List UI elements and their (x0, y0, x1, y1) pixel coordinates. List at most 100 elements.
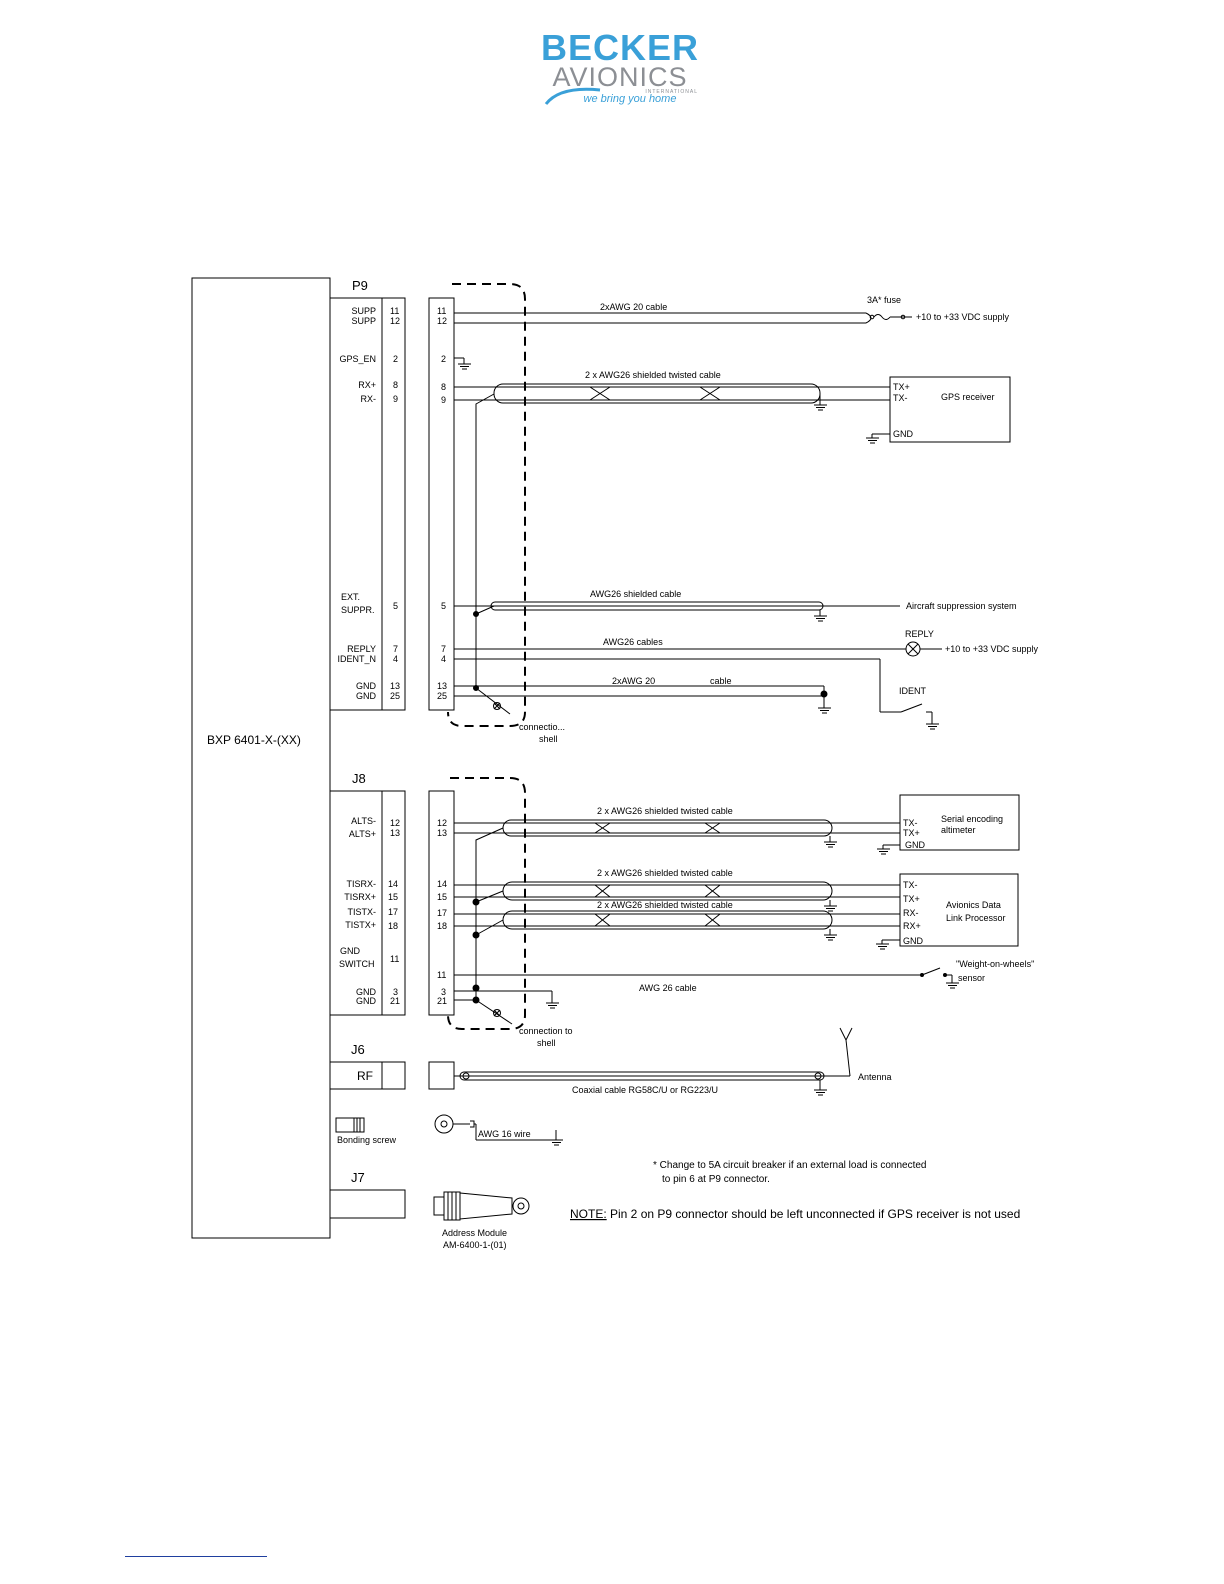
p9-pin-supp1: SUPP (351, 306, 376, 316)
j8-pin-gnd-switch-2: SWITCH (339, 959, 375, 969)
p9-reply-ident-wires (454, 641, 942, 730)
p9-supply-wires (454, 312, 912, 324)
j8-pin-gnd1: GND (356, 987, 377, 997)
p9-num-8: 8 (393, 380, 398, 390)
p9-pin-gps-en: GPS_EN (339, 354, 376, 364)
p9-hnum-25: 25 (437, 691, 447, 701)
bonding-screw-icon (335, 1117, 365, 1133)
j8-num-18: 18 (388, 921, 398, 931)
p9-pin-suppr: SUPPR. (341, 605, 375, 615)
adlp-txp: TX+ (903, 894, 920, 904)
p9-shell-outline (447, 283, 526, 727)
logo-avionics: AVIONICS (552, 62, 687, 92)
j8-tistx-twisted-pair (454, 910, 900, 941)
antenna-icon (839, 1027, 853, 1077)
adlp-rxp: RX+ (903, 921, 921, 931)
ground-icon (454, 357, 471, 370)
j7-label: J7 (351, 1170, 365, 1185)
p9-pin-gnd1: GND (356, 681, 377, 691)
j8-label: J8 (352, 771, 366, 786)
p9-hnum-9: 9 (441, 395, 446, 405)
j8-harness-connector (428, 790, 455, 1016)
j8-pin-tisrx-p: TISRX+ (344, 892, 376, 902)
p9-cable-reply: AWG26 cables (603, 637, 663, 647)
j6-label: J6 (351, 1042, 365, 1057)
p9-pin-reply: REPLY (347, 644, 376, 654)
j8-cable-alt: 2 x AWG26 shielded twisted cable (597, 806, 733, 816)
j8-pin-tisrx-m: TISRX- (346, 879, 376, 889)
p9-supply1: +10 to +33 VDC supply (916, 312, 1010, 322)
ring-terminal-icon (434, 1114, 563, 1146)
p9-pin-ext: EXT. (341, 592, 360, 602)
j8-hnum-18: 18 (437, 921, 447, 931)
j8-hnum-14: 14 (437, 879, 447, 889)
note-label: NOTE: (570, 1207, 607, 1221)
p9-pin-gnd2: GND (356, 691, 377, 701)
j8-hnum-13: 13 (437, 828, 447, 838)
p9-num-12: 12 (390, 316, 400, 326)
j6-rf: RF (357, 1069, 373, 1083)
adlp-gnd: GND (903, 936, 924, 946)
becker-avionics-logo: BECKER AVIONICS INTERNATIONAL we bring y… (541, 28, 699, 105)
p9-shell1: connectio... (519, 722, 565, 732)
j8-shell1: connection to (519, 1026, 573, 1036)
bxp-unit-box (191, 277, 331, 1239)
j8-cable-tis2: 2 x AWG26 shielded twisted cable (597, 900, 733, 910)
alt-gnd: GND (905, 840, 926, 850)
j8-hnum-15: 15 (437, 892, 447, 902)
j7-module1: Address Module (442, 1228, 507, 1238)
j6-coax-cable (454, 1071, 850, 1096)
logo-international: INTERNATIONAL (645, 89, 698, 95)
logo-becker: BECKER (541, 28, 699, 68)
note-text: Pin 2 on P9 connector should be left unc… (607, 1207, 1021, 1221)
p9-cable-gps: 2 x AWG26 shielded twisted cable (585, 370, 721, 380)
j8-hnum-17: 17 (437, 908, 447, 918)
j6-harness-connector (428, 1061, 455, 1090)
address-module-icon (433, 1191, 530, 1221)
p9-hnum-8: 8 (441, 382, 446, 392)
p9-reply-lamp-label: REPLY (905, 629, 934, 639)
j8-num-15: 15 (388, 892, 398, 902)
p9-shell2: shell (539, 734, 558, 744)
j8-num-17: 17 (388, 907, 398, 917)
j8-pin-tistx-p: TISTX+ (345, 920, 376, 930)
j8-num-3: 3 (393, 987, 398, 997)
adlp-txm: TX- (903, 880, 918, 890)
p9-num-9: 9 (393, 394, 398, 404)
logo-tagline: we bring you home (584, 93, 677, 105)
p9-cable-gnd-b: cable (710, 676, 732, 686)
p9-hnum-11: 11 (437, 306, 446, 316)
p9-pin-rxm: RX- (361, 394, 377, 404)
p9-harness-connector (428, 297, 455, 711)
gps-tx-plus: TX+ (893, 382, 910, 392)
p9-unit-connector (329, 297, 406, 711)
j8-hnum-12: 12 (437, 818, 447, 828)
p9-num-4: 4 (393, 654, 398, 664)
p9-num-25: 25 (390, 691, 400, 701)
j8-shield-bus (454, 827, 559, 1025)
j6-coax: Coaxial cable RG58C/U or RG223/U (572, 1085, 718, 1095)
j6-antenna: Antenna (858, 1072, 892, 1082)
alt-title1: Serial encoding (941, 814, 1003, 824)
j8-pin-alts-m: ALTS- (351, 816, 376, 826)
j8-altimeter-twisted-pair (454, 819, 900, 848)
ground-icon (876, 939, 900, 950)
p9-ground-wires (454, 685, 831, 714)
adlp-box (899, 873, 1019, 947)
j7-module2: AM-6400-1-(01) (443, 1240, 507, 1250)
gps-tx-minus: TX- (893, 393, 908, 403)
alt-txp: TX+ (903, 828, 920, 838)
j8-tisrx-twisted-pair (454, 881, 900, 912)
footer-rule (125, 1556, 267, 1557)
logo-swoosh (544, 87, 601, 105)
j8-hnum-21: 21 (437, 996, 447, 1006)
j8-shell2: shell (537, 1038, 556, 1048)
p9-num-2: 2 (393, 354, 398, 364)
gps-title: GPS receiver (941, 392, 995, 402)
j8-wow1: "Weight-on-wheels" (956, 959, 1034, 969)
p9-hnum-2: 2 (441, 354, 446, 364)
j8-num-11: 11 (390, 954, 399, 964)
p9-hnum-13: 13 (437, 681, 447, 691)
p9-num-13: 13 (390, 681, 400, 691)
